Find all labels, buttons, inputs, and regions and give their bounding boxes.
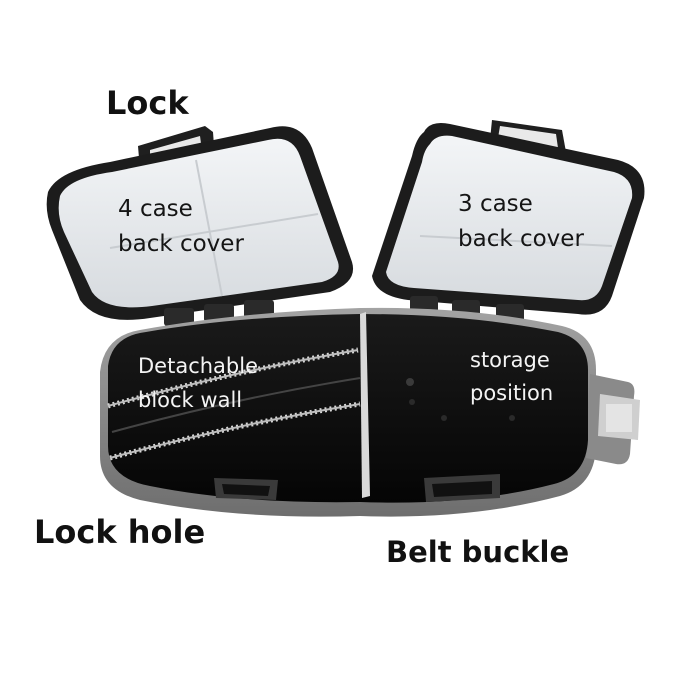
belt-buckle-label: Belt buckle (386, 535, 570, 569)
left-cover-label-line1: 4 case (118, 196, 193, 222)
lock-hole-label: Lock hole (34, 513, 206, 551)
storage-label-line1: storage (470, 348, 550, 372)
right-cover-label-line1: 3 case (458, 191, 533, 217)
storage-dots (406, 378, 515, 421)
detachable-label-line2: block wall (138, 388, 243, 412)
left-cover-label-line2: back cover (118, 231, 244, 257)
right-lock-tab (490, 120, 566, 152)
right-lid (372, 123, 645, 315)
left-lid (46, 126, 354, 320)
lock-label: Lock (106, 84, 189, 122)
belt-clip (586, 374, 640, 465)
storage-label-line2: position (470, 381, 554, 405)
detachable-label-line1: Detachable (138, 354, 259, 378)
lock-hole-slots (214, 474, 500, 502)
detachable-walls (107, 347, 361, 461)
case-body (108, 314, 588, 503)
center-divider (360, 312, 370, 498)
right-cover-label-line2: back cover (458, 226, 584, 252)
